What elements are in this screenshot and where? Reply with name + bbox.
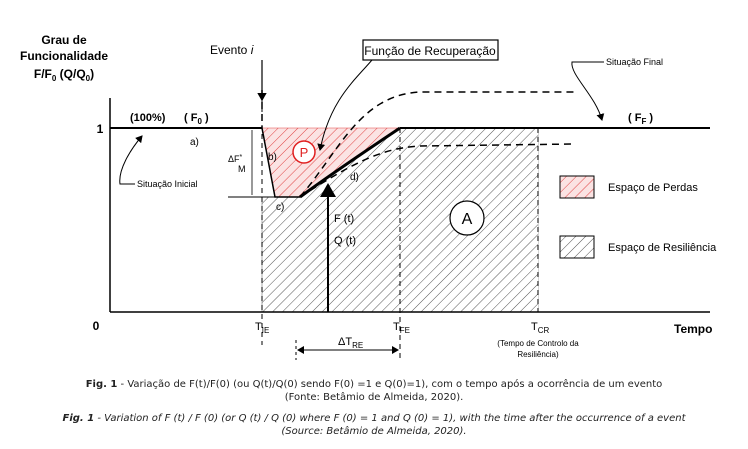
legend-resilience-label: Espaço de Resiliência xyxy=(608,242,717,254)
recovery-label-box xyxy=(362,39,499,61)
delta-f-label: ΔF* xyxy=(228,154,243,164)
caption-en-prefix: Fig. 1 xyxy=(62,413,95,424)
x-axis-label: Tempo xyxy=(674,322,712,336)
final-pointer xyxy=(571,61,605,121)
initial-label: Situação Inicial xyxy=(137,179,198,189)
ff-label: ( FF ) xyxy=(628,112,653,126)
percent-label: (100%) xyxy=(130,112,166,124)
t-cr-note-line2: Resiliência) xyxy=(517,350,559,359)
point-b: b) xyxy=(268,152,277,163)
origin-label: 0 xyxy=(93,319,100,333)
resilience-diagram: P A Grau de Funcionalidade F/F0 (Q/Q0) 1… xyxy=(20,33,717,360)
caption-en: Fig. 1 - Variation of F (t) / F (0) (or … xyxy=(0,412,748,438)
t-ie-label: TIE xyxy=(255,321,269,335)
y-axis-label-line2: Funcionalidade xyxy=(20,49,108,63)
recovery-curve-upper xyxy=(261,90,575,198)
caption-en-text: - Variation of F (t) / F (0) (or Q (t) /… xyxy=(94,413,686,424)
point-c: c) xyxy=(276,202,284,213)
legend-resilience-swatch xyxy=(559,235,595,259)
final-label: Situação Final xyxy=(606,57,663,67)
point-d: d) xyxy=(350,172,359,183)
legend-loss-label: Espaço de Perdas xyxy=(608,182,698,194)
caption-pt: Fig. 1 - Variação de F(t)/F(0) (ou Q(t)/… xyxy=(0,378,748,404)
area-symbol: A xyxy=(462,211,473,228)
caption-pt-line: Fig. 1 - Variação de F(t)/F(0) (ou Q(t)/… xyxy=(0,378,748,391)
loss-circle xyxy=(292,140,316,164)
delta-t-label: ΔTRE xyxy=(338,336,363,350)
caption-pt-source: (Fonte: Betâmio de Almeida, 2020). xyxy=(284,392,464,403)
recovery-curve xyxy=(299,126,401,199)
caption-pt-prefix: Fig. 1 xyxy=(85,379,118,390)
event-label: Evento i xyxy=(210,43,254,57)
recovery-label: Função de Recuperação xyxy=(364,44,496,58)
recovery-curve-lower xyxy=(299,143,576,198)
loss-symbol: P xyxy=(300,145,309,160)
legend-loss-swatch xyxy=(559,175,595,199)
initial-pointer xyxy=(119,135,143,185)
t-cr-label: TCR xyxy=(531,321,550,335)
caption-pt-text: - Variação de F(t)/F(0) (ou Q(t)/Q(0) se… xyxy=(117,379,663,390)
ft-label: F (t) xyxy=(334,213,354,225)
t-fe-label: TFE xyxy=(393,321,410,335)
recovery-pointer xyxy=(317,59,373,151)
caption-en-source: (Source: Betâmio de Almeida, 2020). xyxy=(281,426,467,437)
delta-f-sub: M xyxy=(238,164,246,174)
caption-en-line: Fig. 1 - Variation of F (t) / F (0) (or … xyxy=(0,412,748,425)
y-axis-label-line1: Grau de xyxy=(41,33,87,47)
area-circle xyxy=(449,200,485,236)
y-axis-ratio: F/F0 (Q/Q0) xyxy=(34,67,94,83)
point-a: a) xyxy=(190,137,199,148)
t-cr-note-line1: (Tempo de Controlo da xyxy=(497,339,579,348)
f0-label: ( F0 ) xyxy=(184,112,209,126)
qt-label: Q (t) xyxy=(334,235,356,247)
y-tick-one: 1 xyxy=(97,122,104,136)
